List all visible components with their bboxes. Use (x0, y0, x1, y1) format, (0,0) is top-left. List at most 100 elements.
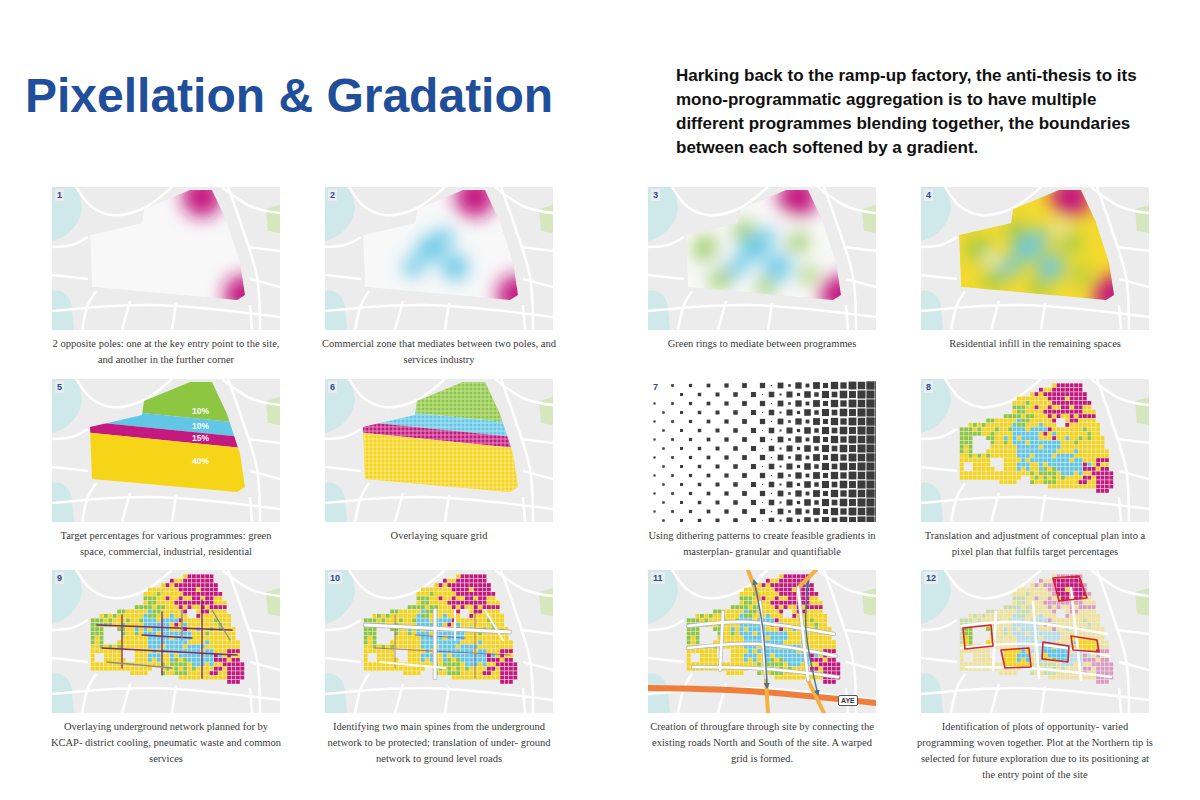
site-area (363, 190, 518, 300)
pixel-cell (236, 671, 240, 675)
street-line (523, 688, 525, 713)
pixel-cell (1008, 480, 1012, 484)
dither-square (786, 517, 792, 522)
pixel-cell (452, 579, 456, 583)
pixel-cell (421, 592, 425, 596)
pixel-cell (1087, 414, 1091, 418)
water-body (325, 570, 355, 624)
pixel-cell (166, 623, 170, 627)
pixel-cell (1087, 480, 1091, 484)
dither-square (831, 400, 838, 407)
pixel-cell (205, 662, 209, 666)
pixel-cell (205, 654, 209, 658)
pixel-cell (1079, 397, 1083, 401)
dither-square (840, 391, 848, 399)
pixel-cell (1048, 467, 1052, 471)
pixel-cell (1017, 467, 1021, 471)
pixel-cell (447, 583, 451, 587)
pixel-cell (474, 579, 478, 583)
pixel-cell (439, 601, 443, 605)
pixel-cell (157, 645, 161, 649)
pixel-cell (995, 419, 999, 423)
dither-square (795, 472, 801, 478)
pixel-cell (1008, 423, 1012, 427)
dither-square (760, 437, 765, 442)
pixel-cell (430, 588, 434, 592)
street-line (951, 483, 965, 522)
pixel-cell (1052, 467, 1056, 471)
pixel-cell (1008, 458, 1012, 462)
pixel-cell (1101, 441, 1105, 445)
pixel-cell (461, 601, 465, 605)
dither-square (866, 444, 874, 452)
pixel-cell (148, 667, 152, 671)
step-caption: Commercial zone that mediates between tw… (320, 336, 558, 368)
pixel-cell (174, 592, 178, 596)
gradient-blob (1055, 221, 1067, 233)
pixel-cell (1035, 476, 1039, 480)
pixel-cell (218, 645, 222, 649)
pixel-cell (1087, 410, 1091, 414)
pixel-cell (108, 667, 112, 671)
pixel-cell (157, 640, 161, 644)
pixel-cell (1070, 419, 1074, 423)
pixel-cell (447, 605, 451, 609)
pixel-cell (1048, 445, 1052, 449)
pixel-cell (1109, 471, 1113, 475)
dither-square (795, 508, 801, 514)
pixel-cell (1074, 445, 1078, 449)
street-line (523, 305, 525, 330)
pixel-cell (1079, 467, 1083, 471)
pixel-cell (174, 623, 178, 627)
dither-square (653, 510, 655, 512)
pixel-cell (144, 618, 148, 622)
pixel-cell (95, 662, 99, 666)
pixel-cell (227, 614, 231, 618)
pixel-cell (1057, 427, 1061, 431)
pixel-cell (179, 662, 183, 666)
pixel-cell (1070, 436, 1074, 440)
pixel-cell (1079, 485, 1083, 489)
pixel-cell (969, 454, 973, 458)
pixel-cell (1013, 423, 1017, 427)
pixel-cell (232, 662, 236, 666)
pixel-cell (447, 618, 451, 622)
pixel-cell (439, 605, 443, 609)
pixel-cell (969, 432, 973, 436)
pixel-cell (1035, 405, 1039, 409)
pixel-cell (161, 588, 165, 592)
pixel-cell (1021, 401, 1025, 405)
pixel-cell (478, 596, 482, 600)
pixel-cell (1092, 445, 1096, 449)
pixel-cell (1052, 441, 1056, 445)
pixel-cell (1052, 401, 1056, 405)
dither-square (866, 417, 874, 425)
pixel-cell (478, 583, 482, 587)
pixel-cell (443, 596, 447, 600)
pixel-cell (999, 445, 1003, 449)
dither-square (762, 484, 764, 486)
pixel-cell (210, 671, 214, 675)
pixel-cell (439, 592, 443, 596)
pixel-cell (1096, 485, 1100, 489)
percentage-band: 40% (192, 456, 209, 466)
gradient-blob (497, 275, 537, 315)
pixel-cell (969, 476, 973, 480)
pixel-cell (969, 427, 973, 431)
panel-illustration (52, 379, 280, 522)
pixel-cell (1048, 423, 1052, 427)
pixel-cell (183, 605, 187, 609)
pixel-cell (1052, 410, 1056, 414)
pixel-cell (1061, 441, 1065, 445)
pixel-cell (1074, 401, 1078, 405)
pixel-cell (1052, 423, 1056, 427)
dither-square (804, 481, 811, 488)
pixel-cell (214, 636, 218, 640)
dither-square (769, 392, 775, 398)
dither-square (822, 391, 829, 398)
pixel-cell (1057, 414, 1061, 418)
pixel-cell (223, 662, 227, 666)
pixel-cell (152, 658, 156, 662)
street-line (921, 237, 957, 247)
pixel-cell (469, 614, 473, 618)
